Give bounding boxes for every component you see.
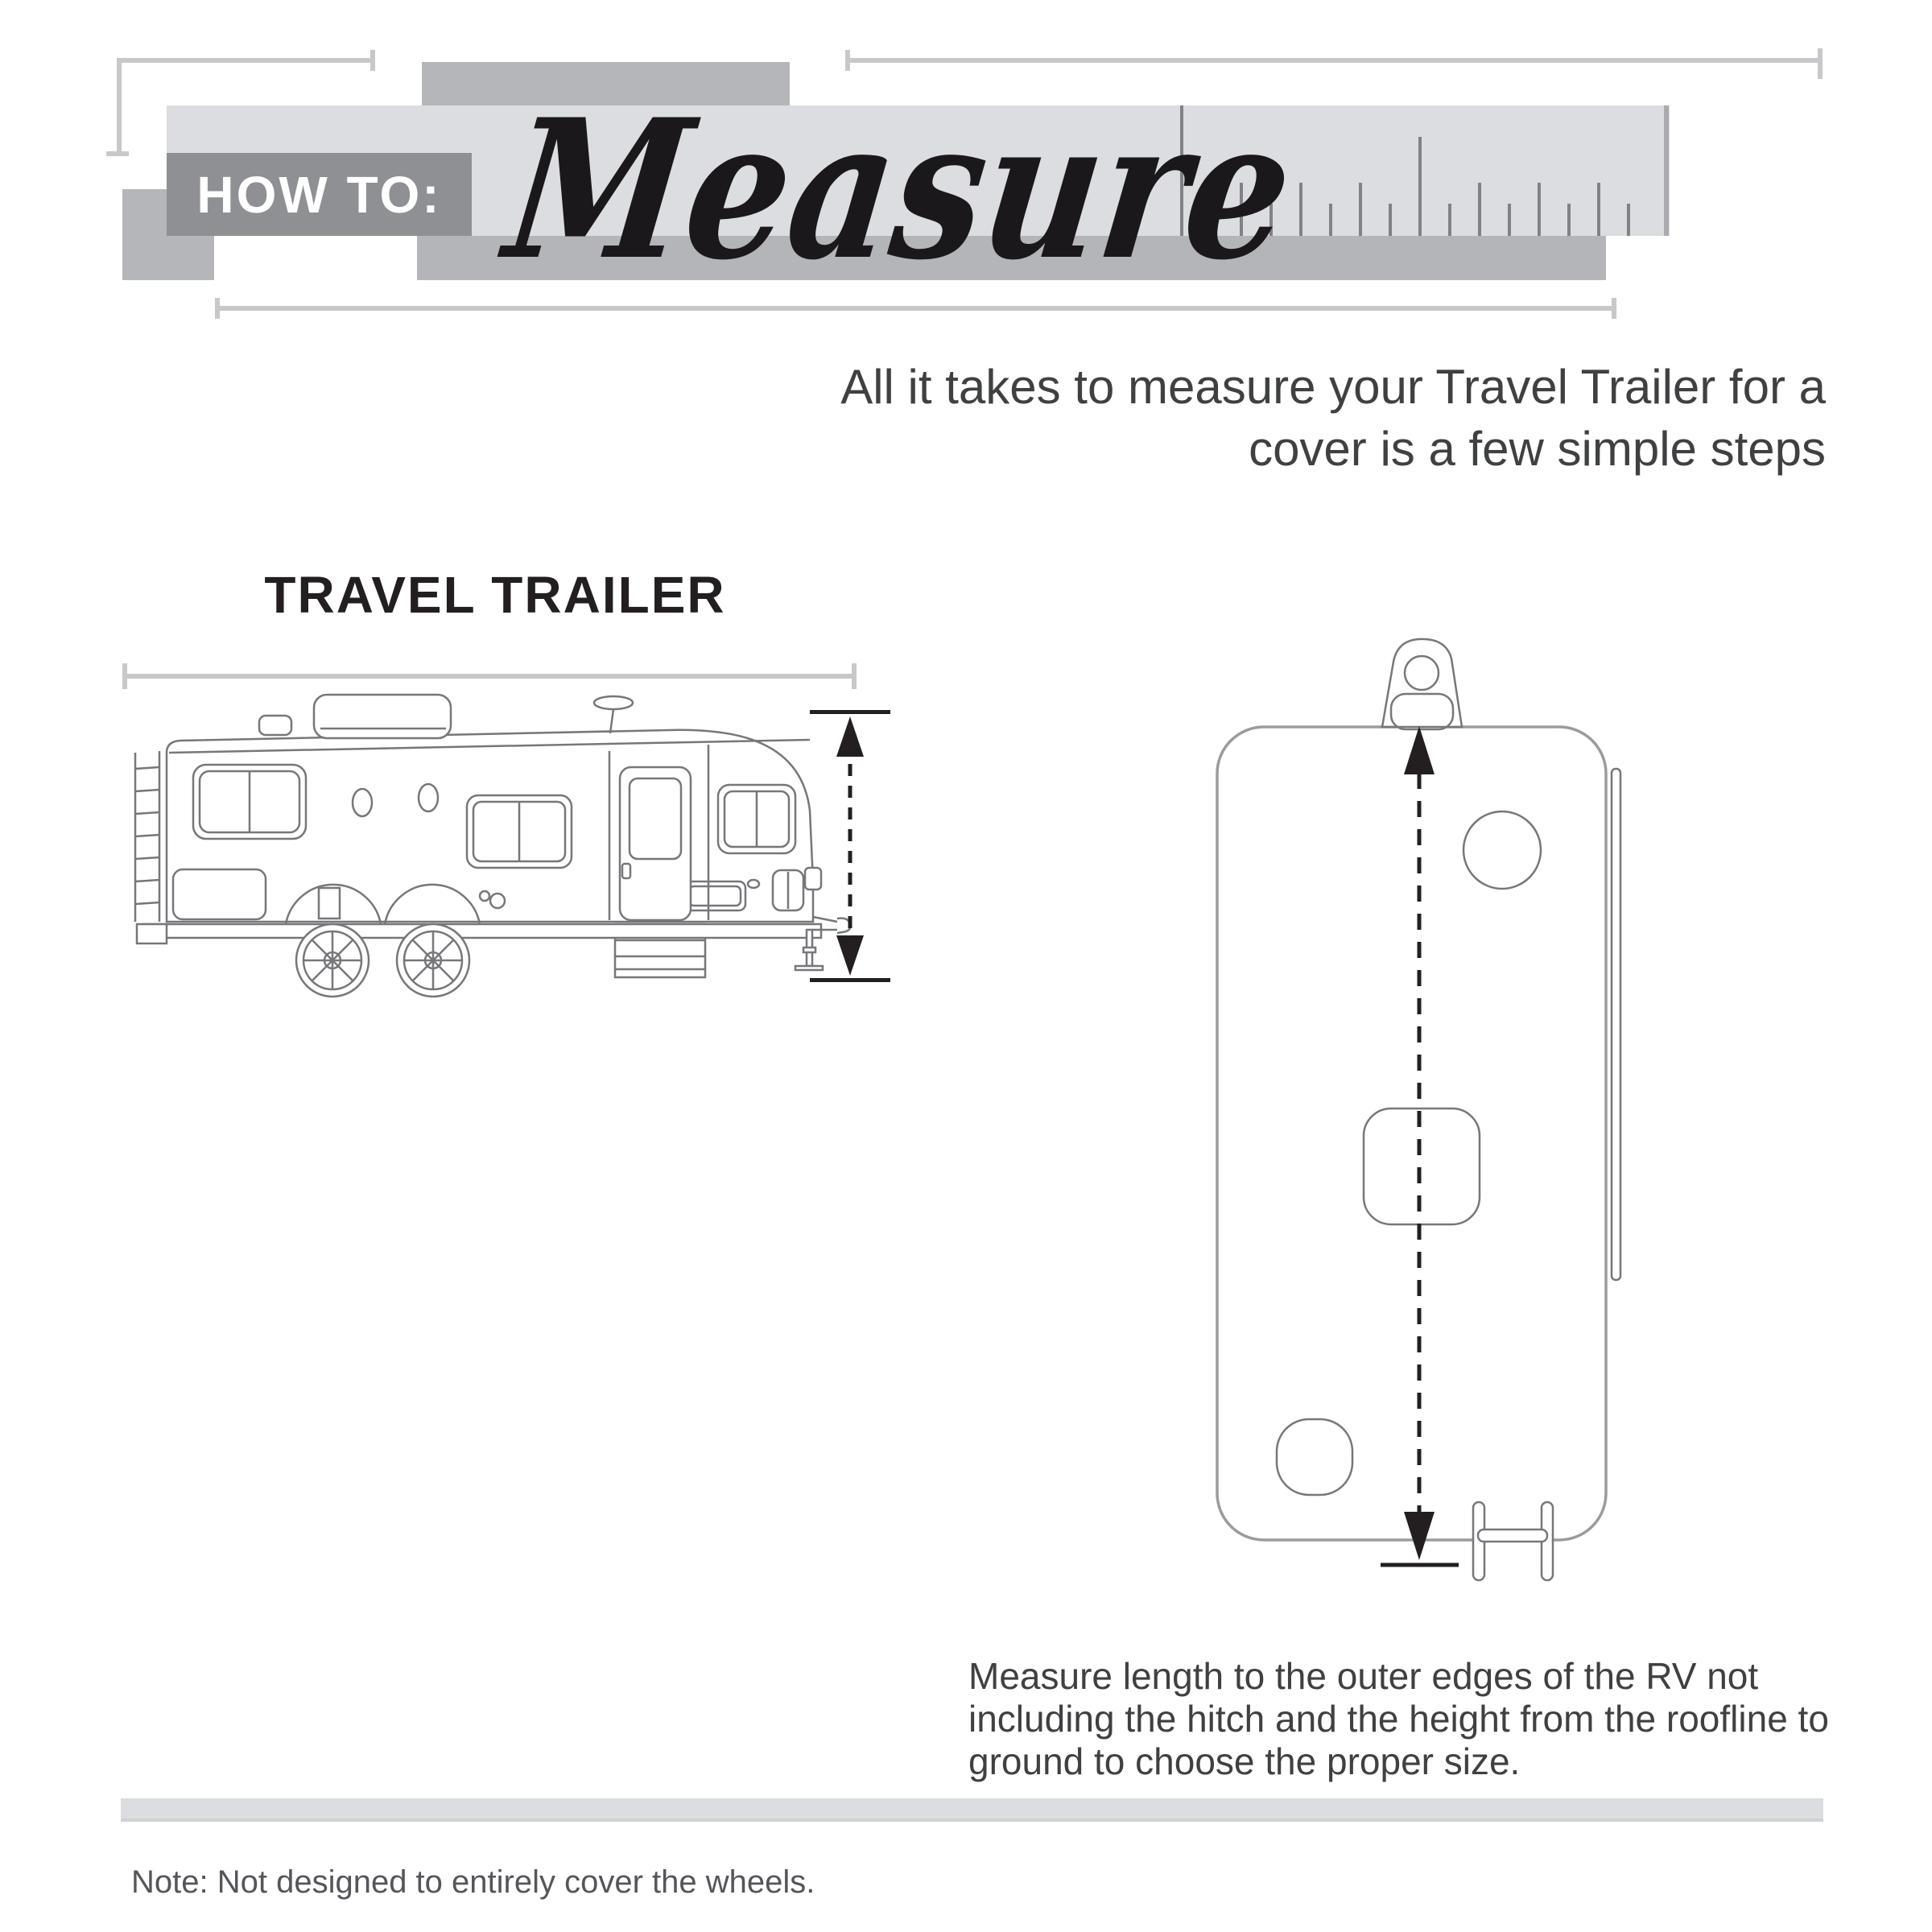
wheels-icon <box>284 883 481 998</box>
measure-line-end-cap <box>1612 298 1616 319</box>
measure-line-end-cap <box>122 663 127 689</box>
measure-line-end-cap <box>845 50 850 71</box>
top-left-measure-line <box>117 58 374 63</box>
utility-hatch-icon <box>317 886 341 920</box>
mid-window-icon <box>465 794 573 869</box>
measurement-instructions: Measure length to the outer edges of the… <box>968 1655 1838 1783</box>
subtitle-line-2: cover is a few simple steps <box>1249 422 1826 476</box>
kicker-box: HOW TO: <box>167 153 472 236</box>
ruler-edge-line <box>1664 105 1669 236</box>
header-bottom-measure-line <box>215 306 1616 311</box>
kicker-label: HOW TO: <box>196 165 442 224</box>
instructions-line-3: ground to choose the proper size. <box>968 1740 1521 1782</box>
instructions-line-2: including the hitch and the height from … <box>968 1698 1829 1740</box>
front-window-icon <box>716 783 797 855</box>
measure-line-end-cap <box>106 151 129 156</box>
top-view-hitch-icon <box>1381 638 1463 731</box>
roof-vent-icon <box>258 714 293 737</box>
top-left-measure-line-vertical <box>117 58 122 155</box>
trailer-length-measure-line <box>122 674 857 679</box>
top-right-measure-line <box>845 58 1823 63</box>
measure-line-end-cap <box>215 298 220 319</box>
measure-line-end-cap <box>852 663 857 689</box>
inlet-icon <box>489 892 506 910</box>
storage-hatch-icon <box>171 868 267 921</box>
frame-rail <box>135 923 823 945</box>
page-title: Measure <box>496 78 1304 303</box>
top-view-ladder-icon <box>1472 1501 1554 1582</box>
length-measure-arrow-icon <box>1381 726 1459 1567</box>
height-measure-arrow-icon <box>810 710 890 982</box>
awning-rail-icon <box>1610 767 1622 1282</box>
header-gray-bar-bottom <box>417 236 1606 280</box>
roof-vent-circle-icon <box>1462 810 1542 890</box>
subtitle: All it takes to measure your Travel Trai… <box>724 356 1826 480</box>
trailer-side-view-illustration-icon <box>134 693 852 998</box>
roof-vent-rounded-icon <box>1275 1418 1354 1496</box>
footer-divider-bar <box>121 1798 1823 1822</box>
trailer-top-outline <box>1216 725 1608 1542</box>
trailer-body-outline <box>165 729 815 923</box>
roof-antenna-icon <box>592 695 634 734</box>
inlet-icon <box>478 890 491 902</box>
footer-note: Note: Not designed to entirely cover the… <box>131 1864 815 1900</box>
rear-window-icon <box>192 763 308 840</box>
section-label-travel-trailer: TRAVEL TRAILER <box>264 566 726 624</box>
entry-door-icon <box>618 766 692 922</box>
oval-vent-icon <box>417 782 440 813</box>
header-gray-block-top <box>422 62 790 106</box>
oval-vent-icon <box>351 787 374 818</box>
measure-line-end-cap <box>1818 48 1823 79</box>
roof-ac-unit-icon <box>312 693 452 740</box>
rear-ladder-icon <box>134 751 161 922</box>
trailer-top-view-illustration-icon <box>1216 638 1622 1582</box>
roof-edge-line <box>168 738 811 754</box>
instructions-line-1: Measure length to the outer edges of the… <box>968 1655 1759 1697</box>
measure-line-end-cap <box>370 50 375 71</box>
subtitle-line-1: All it takes to measure your Travel Trai… <box>840 360 1826 414</box>
roof-ac-top-icon <box>1362 1107 1481 1226</box>
